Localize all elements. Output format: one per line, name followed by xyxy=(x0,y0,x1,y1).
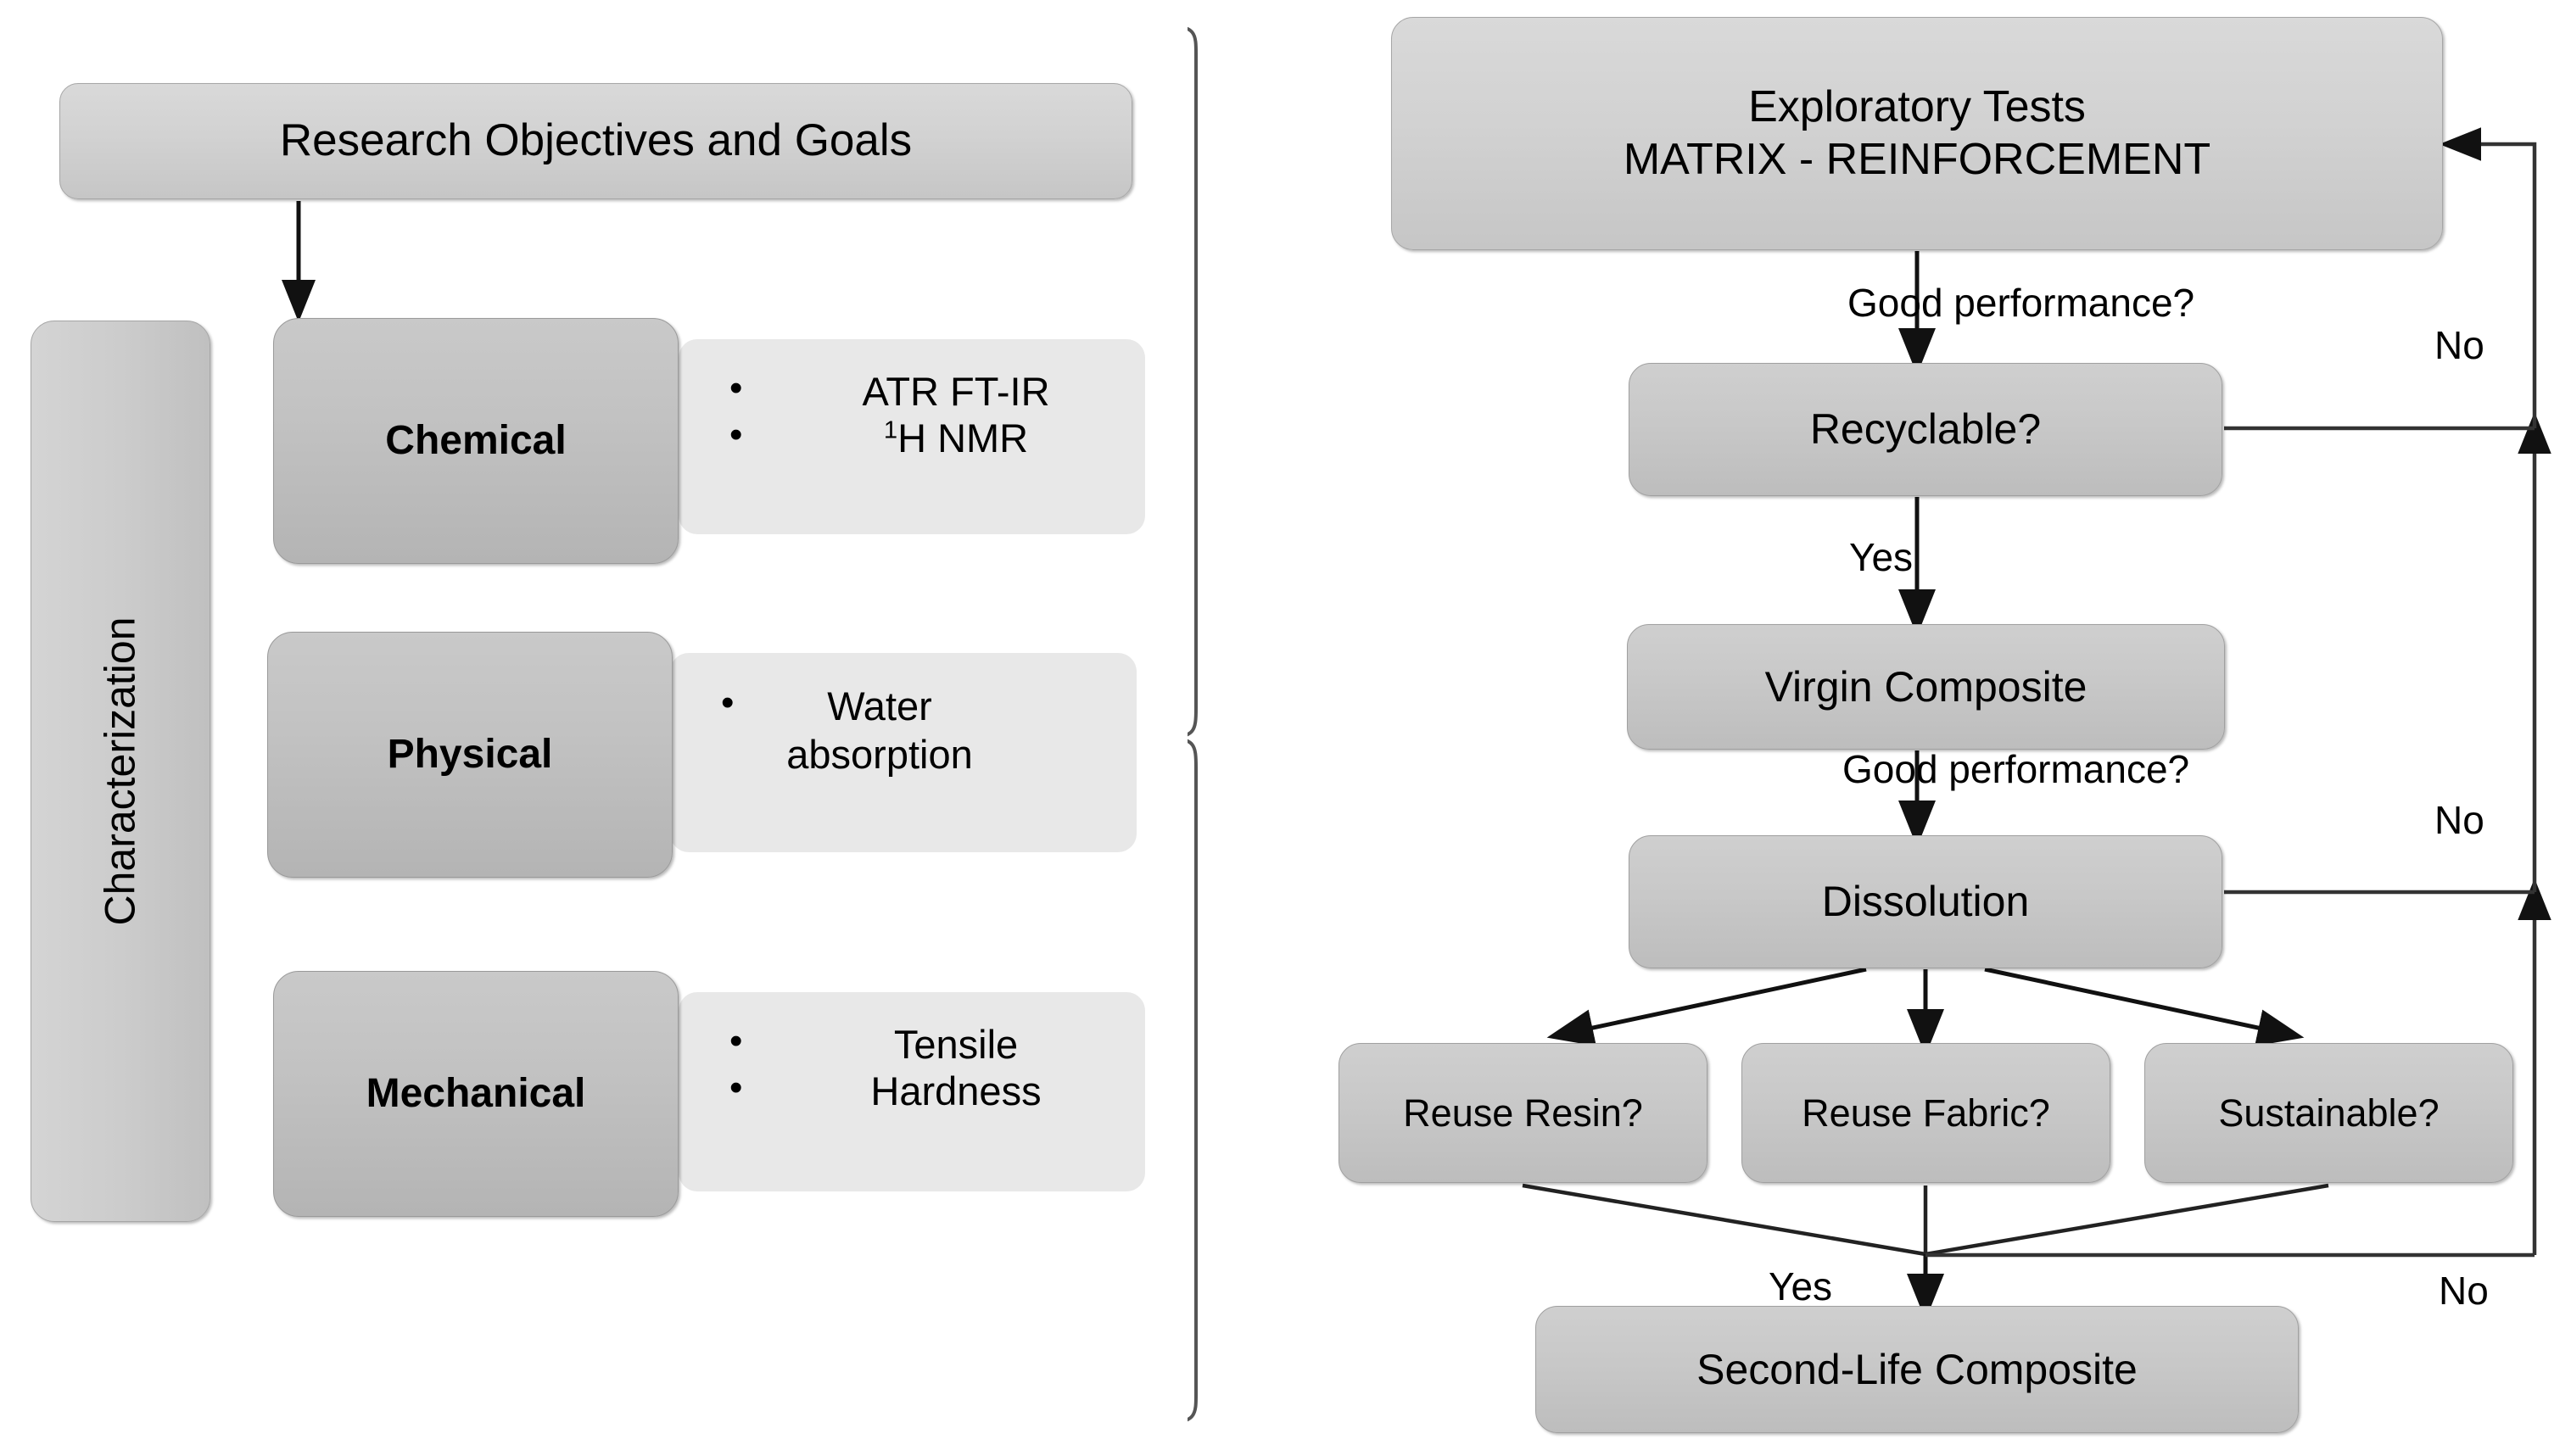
physical-methods-list: Water absorption xyxy=(721,680,1137,779)
list-item: ATR FT-IR xyxy=(729,366,1145,415)
edge-label-no-2: No xyxy=(2434,798,2484,842)
arrow-dissolution-to-reuse-resin xyxy=(1546,967,1867,1046)
nmr-superscript: 1 xyxy=(883,416,898,444)
chemical-methods-list: ATR FT-IR 1H NMR xyxy=(729,366,1145,462)
sustainable-decision-box[interactable]: Sustainable? xyxy=(2144,1043,2513,1183)
list-item: Water absorption xyxy=(721,680,1001,779)
characterization-panel: Research Objectives and Goals Characteri… xyxy=(0,0,1188,1456)
list-item: Hardness xyxy=(729,1066,1145,1114)
physical-category-box[interactable]: Physical xyxy=(267,632,673,878)
mechanical-methods-panel: Tensile Hardness xyxy=(679,992,1145,1191)
arrow-no1-to-exploratory xyxy=(2439,127,2537,428)
mechanical-method-1: Hardness xyxy=(870,1068,1042,1114)
edge-label-good-performance-1: Good performance? xyxy=(1847,281,2195,325)
chemical-methods-panel: ATR FT-IR 1H NMR xyxy=(679,339,1145,534)
exploratory-tests-box[interactable]: Exploratory Tests MATRIX - REINFORCEMENT xyxy=(1391,17,2443,250)
edge-label-no-1: No xyxy=(2434,323,2484,367)
mechanical-methods-list: Tensile Hardness xyxy=(729,1019,1145,1115)
mechanical-method-0: Tensile xyxy=(893,1022,1019,1067)
exploratory-tests-line1: Exploratory Tests xyxy=(1748,82,2086,132)
reuse-resin-label: Reuse Resin? xyxy=(1403,1091,1643,1135)
recyclable-label: Recyclable? xyxy=(1809,405,2042,453)
arrow-dissolution-to-sustainable xyxy=(1984,967,2305,1046)
list-item: Tensile xyxy=(729,1019,1145,1068)
characterization-box[interactable]: Characterization xyxy=(31,321,210,1222)
dissolution-label: Dissolution xyxy=(1821,878,2030,925)
chemical-label: Chemical xyxy=(385,417,567,463)
chemical-method-1: H NMR xyxy=(897,416,1029,461)
second-life-composite-box[interactable]: Second-Life Composite xyxy=(1535,1306,2299,1433)
line-sustainable-to-junction xyxy=(1925,1183,2329,1257)
edge-label-good-performance-2: Good performance? xyxy=(1842,747,2190,791)
exploratory-tests-line2: MATRIX - REINFORCEMENT xyxy=(1623,134,2211,184)
characterization-label: Characterization xyxy=(96,616,144,926)
chemical-category-box[interactable]: Chemical xyxy=(273,318,679,564)
sustainable-label: Sustainable? xyxy=(2218,1091,2440,1135)
recyclable-decision-box[interactable]: Recyclable? xyxy=(1629,363,2222,496)
virgin-composite-label: Virgin Composite xyxy=(1764,662,2088,711)
dissolution-box[interactable]: Dissolution xyxy=(1629,835,2222,968)
reuse-fabric-decision-box[interactable]: Reuse Fabric? xyxy=(1741,1043,2110,1183)
research-objectives-label: Research Objectives and Goals xyxy=(279,115,913,166)
reuse-resin-decision-box[interactable]: Reuse Resin? xyxy=(1339,1043,1707,1183)
mechanical-category-box[interactable]: Mechanical xyxy=(273,971,679,1217)
edge-label-yes-2: Yes xyxy=(1769,1264,1833,1308)
physical-method-0: Water absorption xyxy=(786,683,973,778)
edge-label-yes-1: Yes xyxy=(1849,535,1914,579)
mechanical-label: Mechanical xyxy=(366,1070,586,1116)
recycling-flowchart-panel: Exploratory Tests MATRIX - REINFORCEMENT… xyxy=(1188,0,2571,1456)
reuse-fabric-label: Reuse Fabric? xyxy=(1802,1091,2050,1135)
physical-methods-panel: Water absorption xyxy=(670,653,1137,852)
physical-label: Physical xyxy=(387,731,553,777)
research-objectives-box[interactable]: Research Objectives and Goals xyxy=(59,83,1132,199)
edge-label-no-3: No xyxy=(2439,1269,2489,1313)
second-life-label: Second-Life Composite xyxy=(1696,1345,2138,1393)
list-item: 1H NMR xyxy=(729,413,1145,461)
virgin-composite-box[interactable]: Virgin Composite xyxy=(1627,624,2225,750)
chemical-method-0: ATR FT-IR xyxy=(862,369,1050,414)
line-reuse-resin-to-junction xyxy=(1522,1183,1926,1257)
grouping-brace xyxy=(1188,26,1199,1422)
